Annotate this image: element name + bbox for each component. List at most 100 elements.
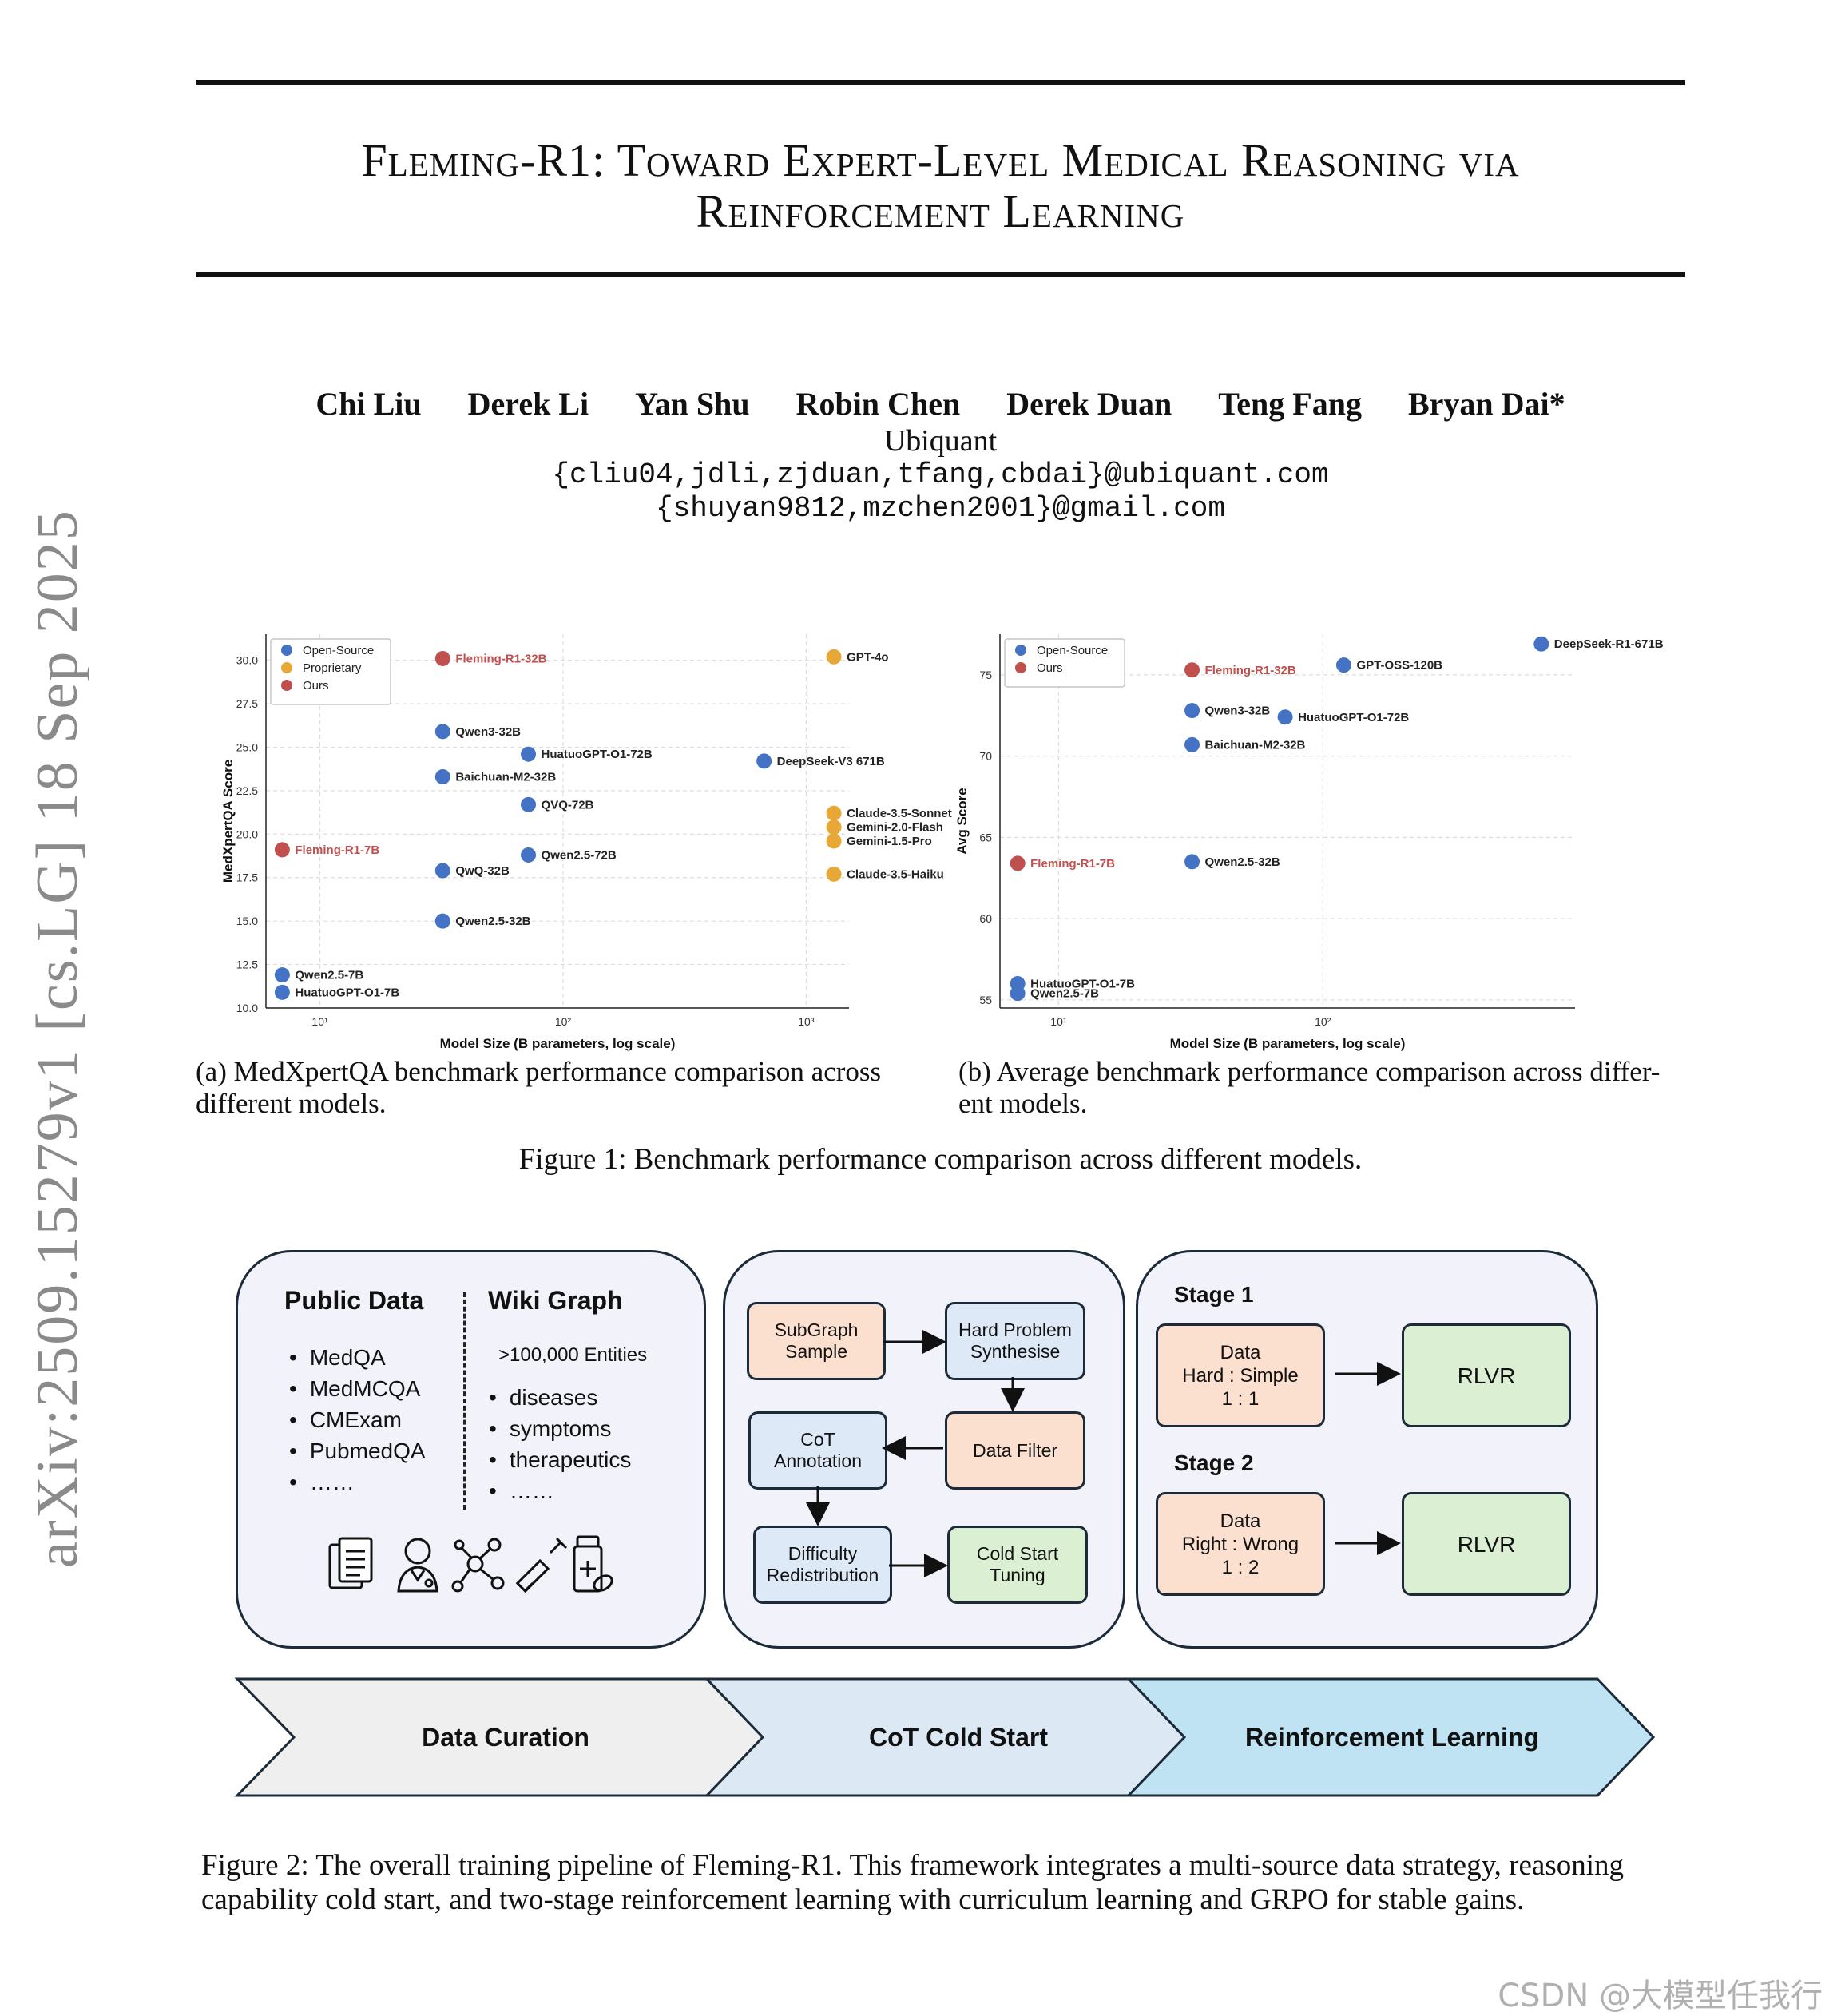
- x-tick-label: 10²: [555, 1015, 572, 1028]
- title-top-rule: [196, 80, 1685, 85]
- data-point: [434, 768, 450, 784]
- legend-marker: [281, 662, 292, 673]
- point-label: Baichuan-M2-32B: [455, 770, 556, 784]
- list-item: MedMCQA: [289, 1373, 426, 1404]
- point-label: Qwen2.5-32B: [1205, 855, 1280, 869]
- data-point: [434, 863, 450, 879]
- data-point: [274, 967, 290, 983]
- data-point: [1335, 657, 1351, 673]
- y-axis-label: Avg Score: [954, 788, 970, 854]
- point-label: Fleming-R1-7B: [295, 843, 379, 857]
- legend-label: Open-Source: [303, 644, 374, 657]
- title-bottom-rule: [196, 272, 1685, 277]
- point-label: Fleming-R1-32B: [455, 652, 546, 665]
- legend-label: Open-Source: [1037, 644, 1108, 657]
- x-tick-label: 10³: [798, 1015, 815, 1028]
- legend-marker: [1015, 662, 1026, 673]
- point-label: Qwen2.5-72B: [542, 848, 617, 862]
- y-tick-label: 17.5: [236, 871, 258, 884]
- documents-icon: [328, 1537, 373, 1589]
- data-point: [1533, 636, 1549, 652]
- caption-a: (a) MedXpertQA benchmark performance com…: [196, 1056, 882, 1119]
- wiki-graph-title: Wiki Graph: [488, 1286, 623, 1315]
- watermark: CSDN @大模型任我行: [1498, 1978, 1823, 2014]
- data-point: [826, 649, 842, 665]
- medicine-bottle-icon: [573, 1535, 613, 1593]
- point-label: Qwen3-32B: [1205, 704, 1271, 718]
- y-axis-label: MedXpertQA Score: [220, 760, 236, 883]
- y-tick-label: 27.5: [236, 697, 258, 710]
- point-label: DeepSeek-R1-671B: [1554, 637, 1664, 651]
- data-point: [826, 819, 842, 835]
- data-point: [1184, 662, 1200, 678]
- arxiv-stamp: arXiv:2509.15279v1 [cs.LG] 18 Sep 2025: [25, 509, 90, 1568]
- point-label: Gemini-2.0-Flash: [847, 821, 943, 835]
- panel-divider: [463, 1292, 466, 1510]
- point-label: Gemini-1.5-Pro: [847, 835, 932, 848]
- list-item: ……: [489, 1475, 631, 1506]
- data-point: [521, 847, 537, 863]
- y-tick-label: 55: [979, 994, 992, 1006]
- author: Teng Fang: [1218, 386, 1362, 422]
- y-tick-label: 70: [979, 750, 992, 763]
- grid: [1000, 634, 1575, 1008]
- author: Robin Chen: [796, 386, 961, 422]
- stage2-title: Stage 2: [1174, 1450, 1254, 1475]
- figure1-caption: Figure 1: Benchmark performance comparis…: [518, 1143, 1363, 1176]
- y-tick-label: 25.0: [236, 740, 258, 753]
- y-tick-label: 30.0: [236, 654, 258, 667]
- author: Derek Duan: [1006, 386, 1172, 422]
- y-tick-label: 15.0: [236, 915, 258, 927]
- data-point: [1184, 854, 1200, 870]
- data-point: [1184, 703, 1200, 719]
- public-data-title: Public Data: [284, 1286, 424, 1315]
- data-point: [1010, 986, 1026, 1002]
- y-tick-label: 22.5: [236, 784, 258, 797]
- point-label: QwQ-32B: [455, 864, 510, 878]
- point-label: Qwen3-32B: [455, 725, 521, 739]
- list-item: symptoms: [489, 1413, 631, 1444]
- x-axis-label: Model Size (B parameters, log scale): [1170, 1036, 1406, 1051]
- doctor-icon: [397, 1538, 438, 1593]
- point-label: GPT-4o: [847, 650, 889, 664]
- data-point: [756, 753, 772, 769]
- list-item: MedQA: [289, 1342, 426, 1373]
- stage-label-data-curation: Data Curation: [422, 1723, 589, 1752]
- data-point: [826, 805, 842, 821]
- point-label: Claude-3.5-Sonnet: [847, 807, 952, 820]
- caption-b: (b) Average benchmark performance compar…: [958, 1056, 1660, 1119]
- data-point: [826, 833, 842, 849]
- legend-box: [1004, 638, 1125, 688]
- point-label: HuatuoGPT-O1-72B: [542, 748, 653, 761]
- data-point: [1010, 855, 1026, 871]
- point-label: Fleming-R1-7B: [1030, 857, 1115, 871]
- x-tick-label: 10¹: [311, 1015, 328, 1028]
- x-axis-label: Model Size (B parameters, log scale): [440, 1036, 676, 1051]
- point-label: HuatuoGPT-O1-7B: [1030, 977, 1135, 990]
- data-point: [1184, 736, 1200, 752]
- point-label: Baichuan-M2-32B: [1205, 738, 1306, 752]
- data-point: [274, 842, 290, 858]
- point-label: Fleming-R1-32B: [1205, 664, 1296, 677]
- data-point: [826, 866, 842, 882]
- stage-label-reinforcement-learning: Reinforcement Learning: [1244, 1723, 1540, 1752]
- point-label: Claude-3.5-Haiku: [847, 867, 944, 881]
- y-tick-label: 10.0: [236, 1002, 258, 1014]
- figure2-caption: Figure 2: The overall training pipeline …: [201, 1849, 1625, 1916]
- author: Derek Li: [467, 386, 589, 422]
- legend-label: Proprietary: [303, 661, 362, 675]
- stage-label-cot-cold-start: CoT Cold Start: [869, 1723, 1048, 1752]
- list-item: CMExam: [289, 1404, 426, 1435]
- data-point: [434, 724, 450, 740]
- email-line: {cliu04,jdli,zjduan,tfang,cbdai}@ubiquan…: [552, 458, 1329, 491]
